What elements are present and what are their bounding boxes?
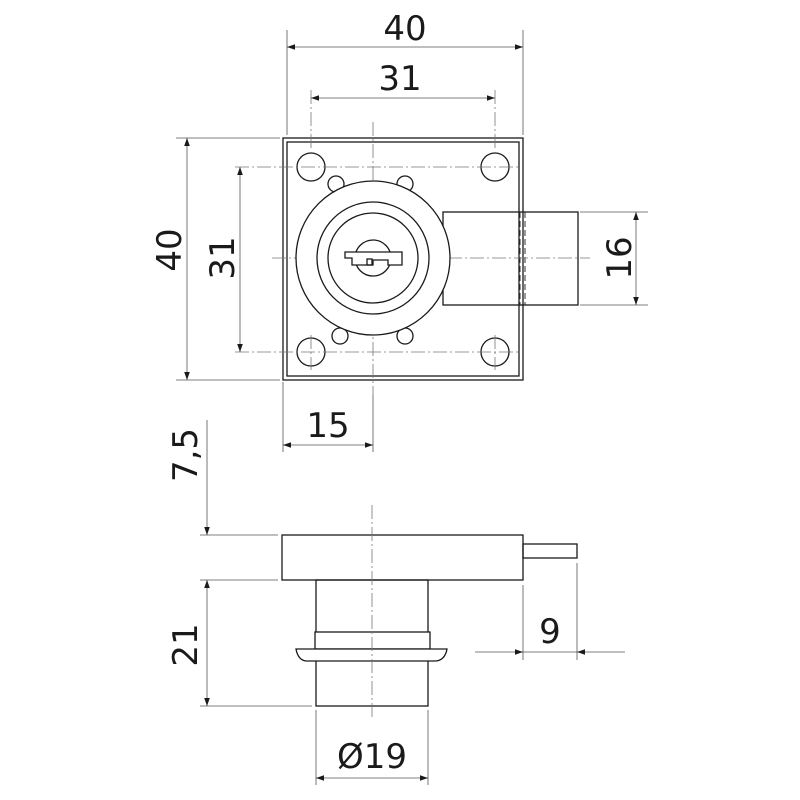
dim-body-depth: 21 [166, 623, 206, 666]
dim-top-width: 40 [383, 9, 426, 49]
dim-top-hole-spacing: 31 [378, 59, 421, 99]
dim-cylinder-diameter: Ø19 [337, 737, 407, 777]
top-view: 40 31 40 31 16 15 [150, 9, 648, 452]
dim-bolt-projection: 9 [539, 612, 561, 652]
flange [295, 648, 448, 662]
dim-left-hole-spacing: 31 [203, 236, 243, 279]
keyway [344, 251, 403, 266]
dim-bolt-throw: 7,5 [166, 428, 206, 482]
bolt-side [522, 543, 578, 559]
plate-side [281, 534, 524, 581]
side-view: 7,5 21 9 Ø19 [166, 420, 625, 785]
mounting-holes [235, 90, 520, 370]
dim-left-height: 40 [150, 228, 190, 271]
cylinder [295, 175, 451, 345]
bolt [442, 211, 579, 306]
dim-bolt-width: 16 [600, 236, 640, 279]
mounting-plate-outer [282, 137, 524, 381]
dim-center-offset: 15 [306, 406, 349, 446]
mounting-plate-inner [286, 141, 520, 377]
